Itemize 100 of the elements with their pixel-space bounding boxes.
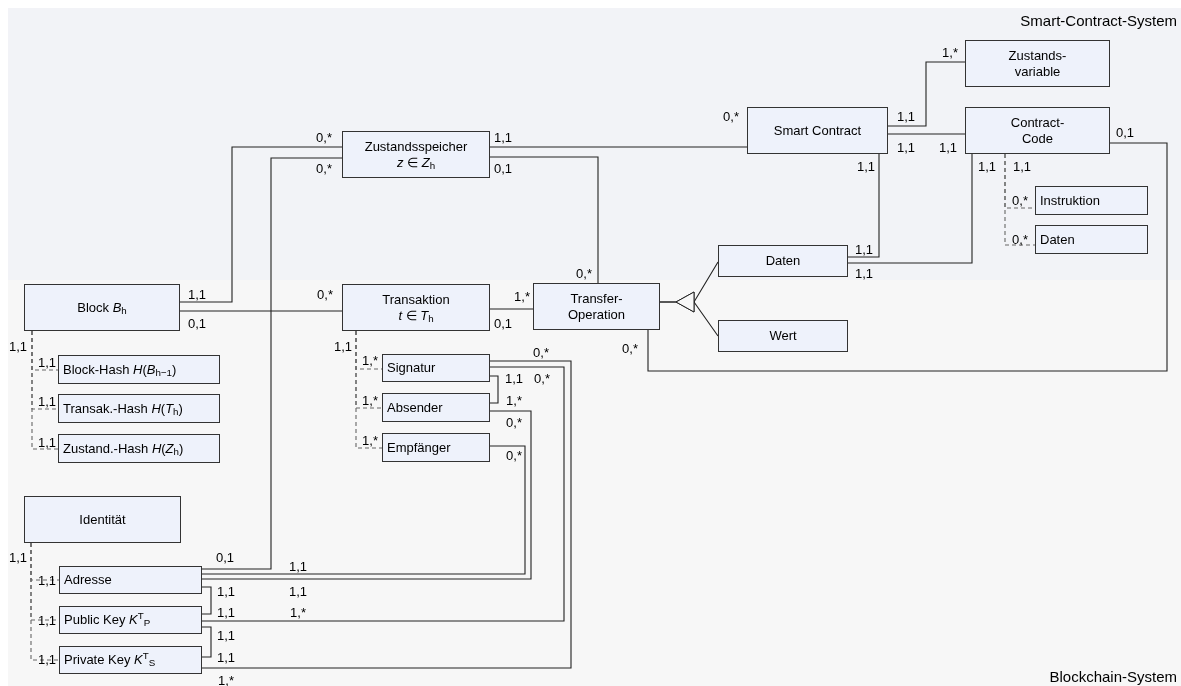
connector-line xyxy=(1004,153,1036,246)
cardinality-label: 0,* xyxy=(316,129,332,145)
cardinality-label: 1,1 xyxy=(216,649,236,665)
cardinality-label: 1,1 xyxy=(37,572,57,588)
connector-line xyxy=(489,375,499,404)
cardinality-label: 1,1 xyxy=(854,241,874,257)
connector-line xyxy=(201,360,572,669)
cardinality-label: 1,1 xyxy=(1012,158,1032,174)
entity-box xyxy=(58,355,220,384)
entity-label: Daten xyxy=(765,253,801,269)
connector-line xyxy=(201,366,565,622)
cardinality-label: 1,1 xyxy=(854,265,874,281)
cardinality-label: 1,1 xyxy=(37,393,57,409)
cardinality-label: 0,* xyxy=(622,340,638,356)
entity-box xyxy=(59,566,202,594)
entity-label: Zustands-variable xyxy=(1007,47,1068,80)
connector-line xyxy=(489,156,599,284)
cardinality-label: 1,* xyxy=(362,392,378,408)
cardinality-label: 0,1 xyxy=(187,315,207,331)
cardinality-label: 0,1 xyxy=(215,549,235,565)
entity-box xyxy=(747,107,888,154)
entity-box xyxy=(59,606,202,634)
entity-box xyxy=(965,40,1110,87)
cardinality-label: 0,1 xyxy=(1115,124,1135,140)
connector-line xyxy=(201,445,526,575)
entity-box xyxy=(59,646,202,674)
cardinality-label: 1,1 xyxy=(288,558,308,574)
cardinality-label: 0,* xyxy=(506,414,522,430)
cardinality-label: 1,1 xyxy=(333,338,353,354)
cardinality-label: 0,* xyxy=(317,286,333,302)
entity-box xyxy=(382,393,490,422)
entity-label: t ∈ T$_{h}$ xyxy=(398,307,434,324)
cardinality-label: 0,* xyxy=(316,160,332,176)
cardinality-label: 1,1 xyxy=(216,627,236,643)
connector-line xyxy=(179,146,343,303)
entity-box xyxy=(1035,225,1148,254)
cardinality-label: 1,1 xyxy=(187,286,207,302)
connector-line xyxy=(887,61,966,127)
cardinality-label: 1,* xyxy=(942,44,958,60)
cardinality-label: 1,1 xyxy=(37,434,57,450)
entity-box xyxy=(533,283,660,330)
connector-line xyxy=(887,133,966,135)
entity-label: Daten xyxy=(1040,231,1075,248)
cardinality-label: 1,1 xyxy=(37,651,57,667)
system-region xyxy=(8,8,1181,280)
entity-label: Transak.-Hash H(T$_{h}$) xyxy=(63,400,183,417)
connector-line xyxy=(201,586,212,615)
entity-box xyxy=(382,433,490,462)
connector-line xyxy=(179,310,343,312)
entity-label: Smart Contract xyxy=(773,122,862,139)
entity-label: Instruktion xyxy=(1040,192,1100,209)
cardinality-label: 1,* xyxy=(218,672,234,686)
cardinality-label: 0,* xyxy=(576,265,592,281)
cardinality-label: 0,1 xyxy=(493,160,513,176)
entity-label: Transfer-Operation xyxy=(566,290,627,323)
cardinality-label: 1,* xyxy=(362,432,378,448)
entity-label: Empfänger xyxy=(387,439,451,456)
cardinality-label: 0,* xyxy=(534,370,550,386)
connector-line xyxy=(847,153,973,264)
connector-line xyxy=(847,153,880,258)
connector-line xyxy=(647,142,1168,372)
cardinality-label: 1,1 xyxy=(938,139,958,155)
cardinality-label: 1,1 xyxy=(216,604,236,620)
cardinality-label: 1,1 xyxy=(856,158,876,174)
cardinality-label: 0,* xyxy=(506,447,522,463)
entity-label: Transaktion xyxy=(382,291,450,308)
cardinality-label: 0,* xyxy=(1012,192,1028,208)
region-title: Smart-Contract-System xyxy=(1020,12,1177,30)
entity-box xyxy=(1035,186,1148,215)
connector-line xyxy=(201,157,343,570)
entity-label: Contract-Code xyxy=(1009,114,1066,147)
connector-line xyxy=(30,542,60,661)
cardinality-label: 1,1 xyxy=(288,583,308,599)
entity-label: Signatur xyxy=(387,360,436,376)
specialization-arrow xyxy=(659,291,719,337)
entity-box xyxy=(58,434,220,463)
entity-box xyxy=(342,284,490,331)
cardinality-label: 1,1 xyxy=(977,158,997,174)
connector-line xyxy=(355,330,383,449)
entity-label: Adresse xyxy=(64,572,112,588)
cardinality-label: 1,* xyxy=(506,392,522,408)
connector-line xyxy=(201,626,212,658)
cardinality-label: 0,* xyxy=(1012,231,1028,247)
connector-line xyxy=(201,410,532,580)
cardinality-label: 1,1 xyxy=(896,108,916,124)
cardinality-label: 1,* xyxy=(514,288,530,304)
entity-label: Zustandsspeicher xyxy=(364,138,468,155)
cardinality-label: 1,1 xyxy=(8,338,28,354)
connector-line xyxy=(489,146,748,148)
cardinality-label: 1,1 xyxy=(37,354,57,370)
connector-line xyxy=(31,330,59,450)
cardinality-label: 1,* xyxy=(362,352,378,368)
cardinality-label: 0,1 xyxy=(493,315,513,331)
entity-box xyxy=(718,320,848,352)
cardinality-label: 1,1 xyxy=(37,612,57,628)
entity-box xyxy=(24,496,181,543)
entity-label: Wert xyxy=(769,328,797,344)
entity-label: Identität xyxy=(79,511,126,528)
cardinality-label: 1,1 xyxy=(216,583,236,599)
system-region xyxy=(8,280,1181,686)
